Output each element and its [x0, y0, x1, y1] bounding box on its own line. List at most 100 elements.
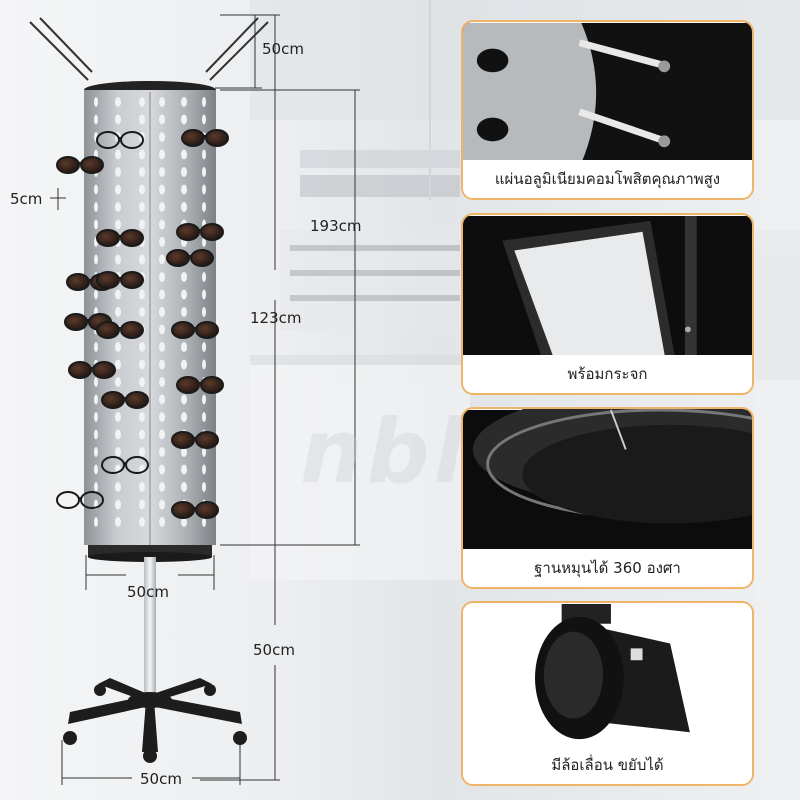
hook-hole: [139, 167, 145, 177]
hook-hole: [94, 289, 98, 300]
hook-hole: [94, 394, 98, 405]
hook-hole: [94, 377, 98, 387]
hook-hole: [115, 149, 121, 160]
hook-hole: [159, 359, 165, 370]
dim-top-width: 50cm: [262, 40, 304, 58]
hook-hole: [159, 394, 165, 405]
hook-hole: [159, 184, 165, 195]
hook-hole: [202, 167, 206, 177]
sunglasses: [171, 431, 219, 449]
sunglasses: [176, 223, 224, 241]
hook-hole: [159, 254, 165, 265]
hook-hole: [202, 237, 206, 247]
sunglasses: [101, 456, 149, 474]
dim-pole-height: 50cm: [253, 641, 295, 659]
hook-hole: [202, 482, 206, 492]
hook-hole: [115, 184, 121, 195]
hook-hole: [115, 377, 121, 387]
hook-hole: [202, 307, 206, 317]
hook-hole: [202, 149, 206, 160]
hook-hole: [159, 237, 165, 247]
sunglasses: [96, 321, 144, 339]
sunglasses: [68, 361, 116, 379]
hook-hole: [94, 202, 98, 212]
hook-hole: [181, 149, 187, 160]
feature-panel-caster: มีล้อเลื่อน ขยับได้: [461, 601, 754, 786]
hook-hole: [159, 202, 165, 212]
watermark: nbl: [300, 400, 468, 503]
hook-hole: [139, 184, 145, 195]
hook-hole: [202, 114, 206, 125]
hook-hole: [94, 412, 98, 422]
hook-hole: [115, 517, 121, 527]
hook-hole: [159, 272, 165, 282]
hook-hole: [159, 289, 165, 300]
sunglasses: [166, 249, 214, 267]
hook-hole: [139, 429, 145, 440]
hook-hole: [139, 202, 145, 212]
hook-hole: [181, 482, 187, 492]
feature-panel-mirror: พร้อมกระจก: [461, 213, 754, 395]
sunglasses: [101, 391, 149, 409]
dim-hook-spacing: 5cm: [10, 190, 43, 208]
sunglasses: [56, 156, 104, 174]
dimension-lines: [50, 14, 360, 785]
mirror-photo: [463, 215, 752, 359]
hook-hole: [94, 184, 98, 195]
sunglasses: [56, 491, 104, 509]
hook-hole: [94, 464, 98, 475]
sunglasses: [171, 501, 219, 519]
sunglasses: [181, 129, 229, 147]
hook-hole: [202, 412, 206, 422]
hook-hole: [139, 499, 145, 510]
hook-hole: [181, 342, 187, 352]
hook-hole: [202, 289, 206, 300]
hook-hole: [202, 359, 206, 370]
hook-hole: [94, 342, 98, 352]
sunglasses-display: [56, 129, 229, 519]
hook-hole: [202, 272, 206, 282]
hook-hole: [115, 482, 121, 492]
hook-hole: [202, 447, 206, 457]
dim-cylinder-diameter: 50cm: [127, 583, 169, 601]
hook-hole: [159, 132, 165, 142]
hook-hole: [94, 429, 98, 440]
hook-hole: [202, 464, 206, 475]
hook-hole: [139, 377, 145, 387]
hook-hole: [94, 97, 98, 107]
hook-hole: [94, 482, 98, 492]
caster-wheel-photo: [463, 604, 752, 749]
hook-hole: [159, 377, 165, 387]
feature-caption: มีล้อเลื่อน ขยับได้: [463, 746, 752, 784]
hook-hole: [94, 517, 98, 527]
rotating-base-photo: [463, 409, 752, 553]
sunglasses: [176, 376, 224, 394]
hook-hole: [115, 429, 121, 440]
hook-hole: [159, 324, 165, 335]
feature-caption: ฐานหมุนได้ 360 องศา: [463, 549, 752, 587]
hook-hole: [139, 254, 145, 265]
hook-hole: [159, 499, 165, 510]
hook-hole: [139, 482, 145, 492]
hook-hole: [181, 114, 187, 125]
hook-hole: [159, 97, 165, 107]
hook-hole: [115, 289, 121, 300]
feature-panel-rotating: ฐานหมุนได้ 360 องศา: [461, 407, 754, 589]
feature-caption: พร้อมกระจก: [463, 355, 752, 393]
hook-hole: [115, 359, 121, 370]
hook-hole: [181, 464, 187, 475]
hook-hole: [181, 517, 187, 527]
hook-hole: [139, 412, 145, 422]
hook-hole: [115, 114, 121, 125]
hook-hole: [139, 219, 145, 230]
hook-hole: [159, 447, 165, 457]
hook-hole: [94, 447, 98, 457]
hook-hole: [115, 412, 121, 422]
hook-hole: [115, 202, 121, 212]
dim-cylinder-height: 123cm: [250, 309, 302, 327]
hook-hole: [181, 447, 187, 457]
hook-hole: [115, 219, 121, 230]
feature-caption: แผ่นอลูมิเนียมคอมโพสิตคุณภาพสูง: [463, 160, 752, 198]
star-base: [63, 678, 247, 763]
